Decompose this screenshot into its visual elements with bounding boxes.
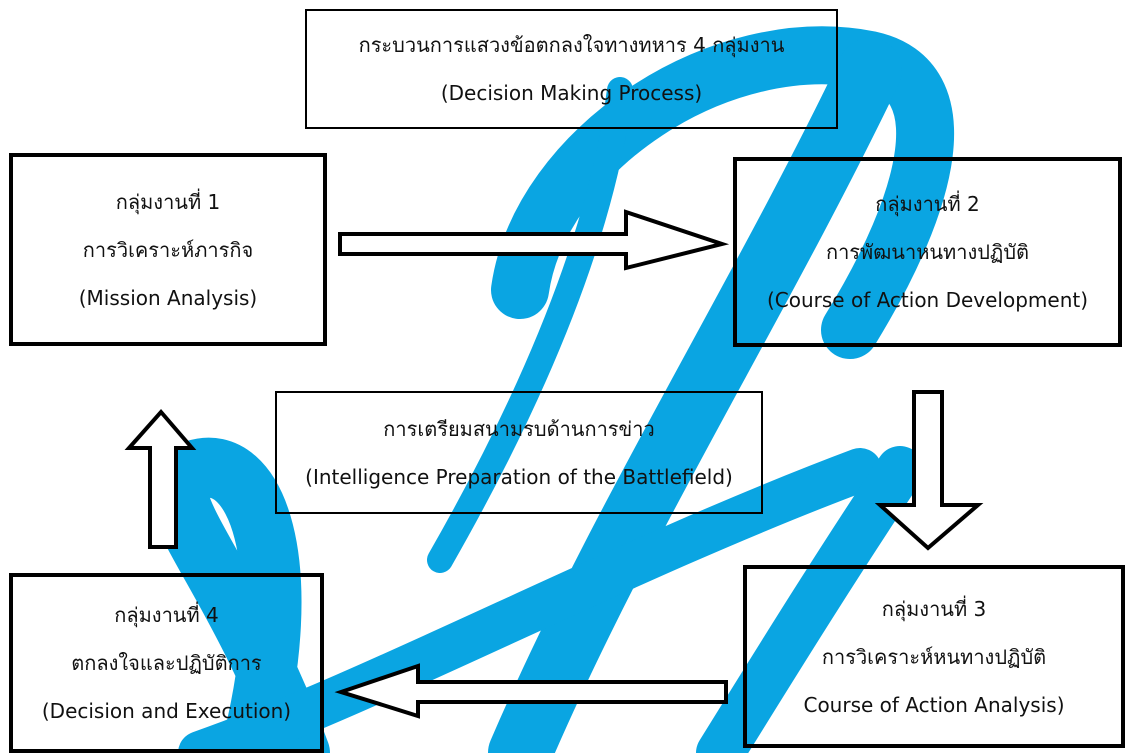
ipb-title-th: การเตรียมสนามรบด้านการข่าว bbox=[383, 416, 655, 441]
group-2-box: กลุ่มงานที่ 2 การพัฒนาหนทางปฏิบัติ (Cour… bbox=[733, 157, 1122, 347]
group-3-name-en: Course of Action Analysis) bbox=[803, 692, 1065, 717]
group-1-name-en: (Mission Analysis) bbox=[78, 285, 258, 310]
arrow-up bbox=[124, 408, 197, 549]
group-4-heading: กลุ่มงานที่ 4 bbox=[114, 603, 219, 627]
group-4-name-th: ตกลงใจและปฏิบัติการ bbox=[71, 651, 262, 675]
group-2-name-en: (Course of Action Development) bbox=[766, 288, 1089, 312]
group-1-name-th: การวิเคราะห์ภารกิจ bbox=[82, 237, 254, 262]
arrow-down bbox=[874, 390, 984, 551]
group-3-name-th: การวิเคราะห์หนทางปฏิบัติ bbox=[821, 644, 1047, 669]
arrow-right bbox=[338, 209, 730, 271]
process-title-th: กระบวนการแสวงข้อตกลงใจทางทหาร 4 กลุ่มงาน bbox=[358, 33, 785, 57]
arrow-left bbox=[334, 663, 728, 719]
group-3-box: กลุ่มงานที่ 3 การวิเคราะห์หนทางปฏิบัติ C… bbox=[743, 565, 1125, 748]
group-4-box: กลุ่มงานที่ 4 ตกลงใจและปฏิบัติการ (Decis… bbox=[9, 573, 324, 753]
process-title-box: กระบวนการแสวงข้อตกลงใจทางทหาร 4 กลุ่มงาน… bbox=[305, 9, 838, 129]
group-3-heading: กลุ่มงานที่ 3 bbox=[881, 596, 987, 621]
group-2-name-th: การพัฒนาหนทางปฏิบัติ bbox=[825, 240, 1030, 264]
group-2-heading: กลุ่มงานที่ 2 bbox=[875, 192, 980, 216]
group-4-name-en: (Decision and Execution) bbox=[41, 699, 292, 723]
process-title-en: (Decision Making Process) bbox=[440, 81, 703, 105]
group-1-heading: กลุ่มงานที่ 1 bbox=[115, 189, 221, 214]
group-1-box: กลุ่มงานที่ 1 การวิเคราะห์ภารกิจ (Missio… bbox=[9, 153, 327, 346]
ipb-center-box: การเตรียมสนามรบด้านการข่าว (Intelligence… bbox=[275, 391, 763, 514]
ipb-title-en: (Intelligence Preparation of the Battlef… bbox=[305, 464, 733, 489]
